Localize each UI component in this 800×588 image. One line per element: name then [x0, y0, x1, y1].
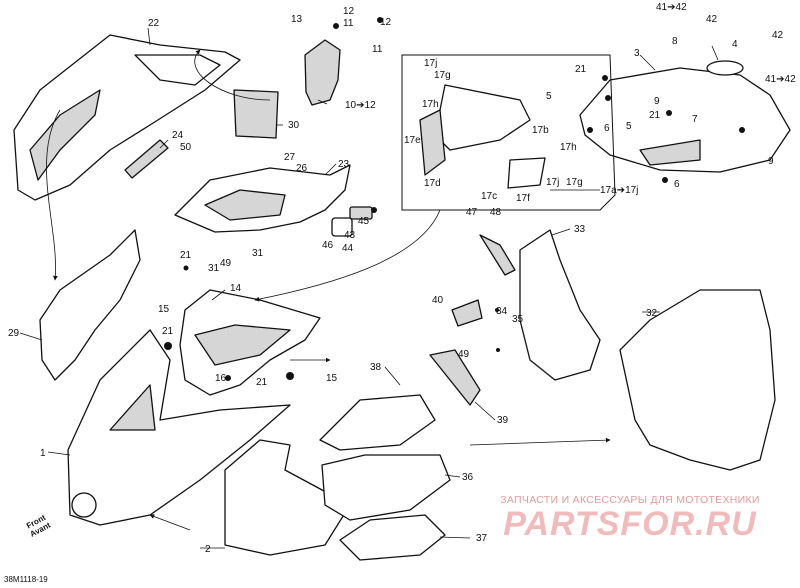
- callout-41b: 41➔42: [765, 74, 796, 85]
- part-40-block: [451, 299, 483, 327]
- callout-13: 13: [291, 14, 303, 25]
- callout-32: 32: [646, 308, 658, 319]
- part-33-bracket: [479, 229, 601, 381]
- callout-21c: 21: [256, 377, 268, 388]
- callout-11b: 11: [372, 44, 383, 55]
- callout-14: 14: [230, 283, 242, 294]
- callout-17g1: 17g: [434, 70, 451, 81]
- callout-labels: 22 30 24 50 13 12 11 12 11 10➔12 27 26 2…: [8, 2, 796, 555]
- callout-37: 37: [476, 533, 488, 544]
- leader-lines: [19, 27, 719, 549]
- part-3-tank-cover: [579, 60, 791, 173]
- callout-33: 33: [574, 224, 586, 235]
- callout-22: 22: [148, 18, 160, 29]
- part-1-front-fairing: [67, 329, 291, 526]
- callout-17h2: 17h: [560, 142, 577, 153]
- part-32-right-fairing: [619, 289, 776, 471]
- callout-24: 24: [172, 130, 184, 141]
- callout-42a: 42: [706, 14, 718, 25]
- callout-45: 45: [358, 216, 370, 227]
- callout-46: 46: [322, 240, 334, 251]
- drawing-id: 38M1118-19: [4, 575, 48, 584]
- callout-17a: 17a➔17j: [600, 185, 638, 196]
- callout-15b: 15: [326, 373, 338, 384]
- hardware-fasteners: [164, 75, 745, 381]
- callout-7: 7: [692, 114, 698, 125]
- callout-49b: 49: [458, 349, 470, 360]
- callout-30: 30: [288, 120, 300, 131]
- callout-40: 40: [432, 295, 444, 306]
- callout-8: 8: [672, 36, 678, 47]
- callout-21a: 21: [180, 250, 192, 261]
- callout-21e: 21: [649, 110, 661, 121]
- callout-41a: 41➔42: [656, 2, 687, 13]
- callout-6b: 6: [674, 179, 680, 190]
- callout-12b: 12: [380, 17, 392, 28]
- callout-48: 48: [490, 207, 502, 218]
- callout-4: 4: [732, 39, 738, 50]
- callout-26: 26: [296, 163, 308, 174]
- callout-17j1: 17j: [424, 58, 437, 69]
- part-43-switch: [331, 206, 377, 237]
- callout-38: 38: [370, 362, 382, 373]
- callout-16: 16: [215, 373, 227, 384]
- detail-box-windshield: [401, 54, 616, 211]
- callout-5b: 5: [626, 121, 632, 132]
- callout-44: 44: [342, 243, 354, 254]
- part-22-upper-panel: [13, 34, 241, 201]
- callout-42b: 42: [772, 30, 784, 41]
- callout-17e: 17e: [404, 135, 421, 146]
- callout-43: 43: [344, 230, 356, 241]
- callout-23: 23: [338, 159, 350, 170]
- callout-29: 29: [8, 328, 20, 339]
- callout-5a: 5: [546, 91, 552, 102]
- part-23-console: [174, 164, 351, 233]
- callout-3: 3: [634, 48, 640, 59]
- callout-15a: 15: [158, 304, 170, 315]
- callout-17h1: 17h: [422, 99, 439, 110]
- callout-1: 1: [40, 448, 46, 459]
- callout-11a: 11: [343, 18, 354, 29]
- callout-50: 50: [180, 142, 192, 153]
- watermark-subtitle: ЗАПЧАСТИ И АКСЕССУАРЫ ДЛЯ МОТОТЕХНИКИ: [500, 494, 760, 506]
- part-39-trim: [429, 349, 481, 406]
- callout-6a: 6: [604, 123, 610, 134]
- part-13-bracket: [304, 17, 383, 106]
- callout-31b: 31: [252, 248, 264, 259]
- callout-34: 34: [496, 306, 508, 317]
- callout-17d: 17d: [424, 178, 441, 189]
- callout-17f: 17f: [516, 193, 530, 204]
- callout-9a: 9: [654, 96, 660, 107]
- callout-47: 47: [466, 207, 478, 218]
- callout-31a: 31: [208, 263, 220, 274]
- callout-21d: 21: [575, 64, 587, 75]
- callout-49a: 49: [220, 258, 232, 269]
- part-36-side-panel: [319, 394, 451, 561]
- callout-17g2: 17g: [566, 177, 583, 188]
- watermark-logo: PARTSFOR.RU: [503, 505, 757, 543]
- callout-2: 2: [205, 544, 211, 555]
- callout-9b: 9: [768, 156, 774, 167]
- callout-17c: 17c: [481, 191, 497, 202]
- callout-35: 35: [512, 314, 524, 325]
- callout-27: 27: [284, 152, 296, 163]
- callout-36: 36: [462, 472, 474, 483]
- callout-12a: 12: [343, 6, 355, 17]
- callout-17j2: 17j: [546, 177, 559, 188]
- callout-17b: 17b: [532, 125, 549, 136]
- part-24-vent: [124, 139, 169, 179]
- callout-39: 39: [497, 415, 509, 426]
- callout-21b: 21: [162, 326, 174, 337]
- part-14-center-frame: [179, 289, 321, 396]
- callout-10: 10➔12: [345, 100, 376, 111]
- part-30-plate: [233, 89, 279, 139]
- part-29-side-cover: [39, 229, 141, 381]
- watermark: ЗАПЧАСТИ И АКСЕССУАРЫ ДЛЯ МОТОТЕХНИКИ PA…: [470, 494, 790, 542]
